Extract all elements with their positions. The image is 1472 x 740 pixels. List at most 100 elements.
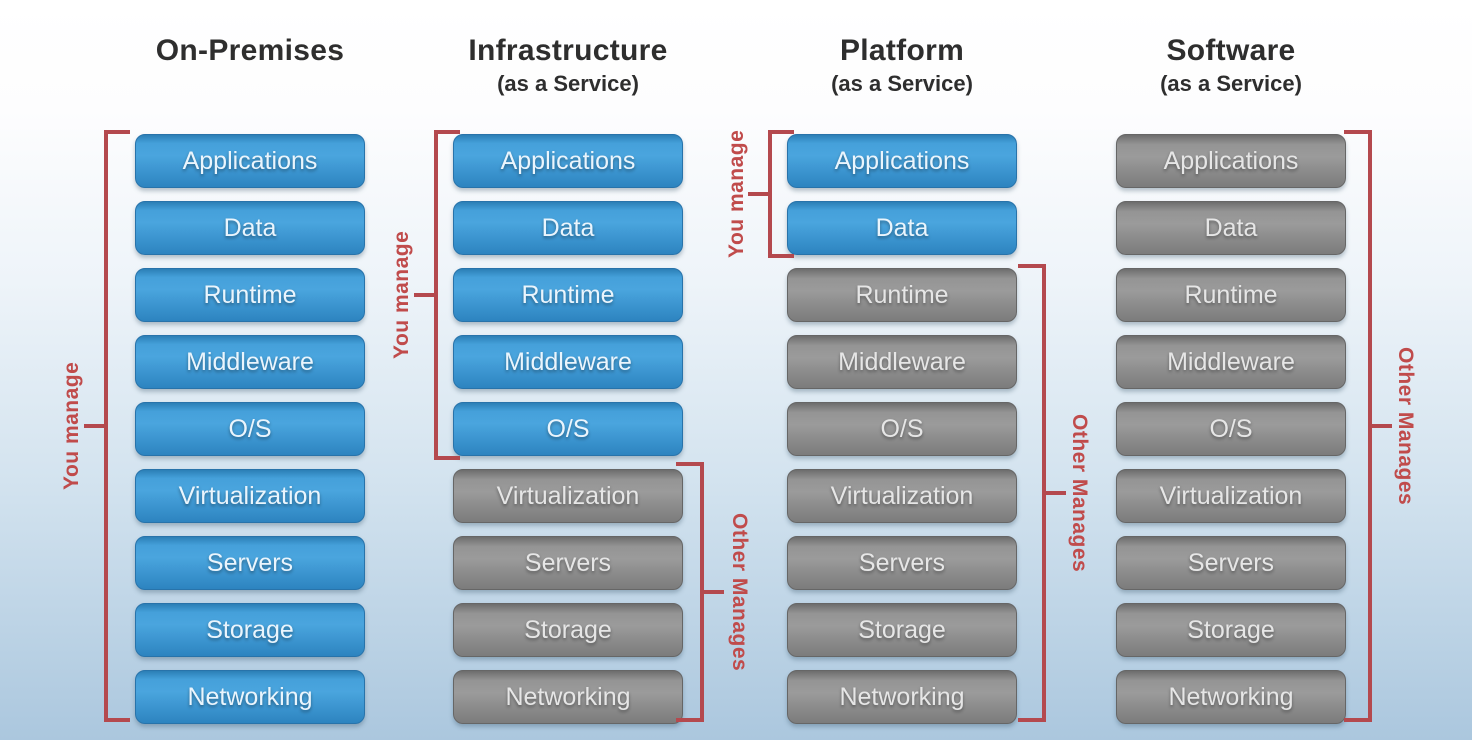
bracket-label-you-manage: You manage <box>390 230 413 360</box>
layer-os: O/S <box>453 402 683 456</box>
bracket-you-manage-iaas <box>434 130 460 460</box>
column-paas: Platform (as a Service) Applications Dat… <box>787 28 1017 724</box>
layer-label: Runtime <box>521 280 615 309</box>
layer-label: Data <box>223 213 277 242</box>
layer-label: Servers <box>1187 548 1275 577</box>
bracket-label-you-manage: You manage <box>725 129 748 259</box>
layer-label: Servers <box>206 548 294 577</box>
column-subtitle: (as a Service) <box>831 71 973 96</box>
column-on-premises: On-Premises Applications Data Runtime Mi… <box>135 28 365 724</box>
layer-runtime: Runtime <box>787 268 1017 322</box>
layer-applications: Applications <box>787 134 1017 188</box>
layer-label: Middleware <box>186 347 314 376</box>
layer-label: Networking <box>187 682 313 711</box>
bracket-tick <box>1046 491 1066 495</box>
layer-label: Middleware <box>504 347 632 376</box>
layer-label: O/S <box>880 414 924 443</box>
layer-middleware: Middleware <box>787 335 1017 389</box>
layer-label: Virtualization <box>178 481 322 510</box>
column-saas: Software (as a Service) Applications Dat… <box>1116 28 1346 724</box>
layer-data: Data <box>787 201 1017 255</box>
column-iaas: Infrastructure (as a Service) Applicatio… <box>453 28 683 724</box>
bracket-tick <box>748 192 768 196</box>
layer-middleware: Middleware <box>453 335 683 389</box>
column-subtitle: (as a Service) <box>1160 71 1302 96</box>
layer-storage: Storage <box>787 603 1017 657</box>
layer-os: O/S <box>135 402 365 456</box>
layer-virtualization: Virtualization <box>1116 469 1346 523</box>
layer-virtualization: Virtualization <box>453 469 683 523</box>
layer-applications: Applications <box>1116 134 1346 188</box>
layer-label: Storage <box>206 615 294 644</box>
layer-virtualization: Virtualization <box>135 469 365 523</box>
layer-data: Data <box>453 201 683 255</box>
bracket-tick <box>1372 424 1392 428</box>
layer-label: Virtualization <box>830 481 974 510</box>
layer-label: O/S <box>1209 414 1253 443</box>
layer-networking: Networking <box>1116 670 1346 724</box>
layer-label: Storage <box>1187 615 1275 644</box>
layer-label: Applications <box>1163 146 1299 175</box>
layer-applications: Applications <box>453 134 683 188</box>
layer-label: Runtime <box>855 280 949 309</box>
layer-label: Networking <box>1168 682 1294 711</box>
bracket-other-manages-saas <box>1344 130 1372 722</box>
bracket-tick <box>414 293 434 297</box>
column-header: Platform (as a Service) <box>787 28 1017 121</box>
layer-virtualization: Virtualization <box>787 469 1017 523</box>
layer-label: Applications <box>500 146 636 175</box>
bracket-you-manage-on-premises <box>104 130 130 722</box>
layer-servers: Servers <box>787 536 1017 590</box>
layer-runtime: Runtime <box>135 268 365 322</box>
bracket-label-other-manages: Other Manages <box>728 512 751 672</box>
layer-applications: Applications <box>135 134 365 188</box>
column-title: On-Premises <box>155 34 345 67</box>
bracket-label-other-manages: Other Manages <box>1394 346 1417 506</box>
layer-os: O/S <box>787 402 1017 456</box>
layer-data: Data <box>135 201 365 255</box>
layer-label: Servers <box>524 548 612 577</box>
layer-runtime: Runtime <box>1116 268 1346 322</box>
layer-networking: Networking <box>787 670 1017 724</box>
layer-middleware: Middleware <box>135 335 365 389</box>
layer-label: Middleware <box>838 347 966 376</box>
layer-label: Data <box>541 213 595 242</box>
bracket-other-manages-paas <box>1018 264 1046 722</box>
bracket-other-manages-iaas <box>676 462 704 722</box>
layer-data: Data <box>1116 201 1346 255</box>
column-title: Software <box>1166 34 1296 67</box>
column-title: Infrastructure <box>468 34 668 67</box>
layer-label: Data <box>875 213 929 242</box>
layer-label: Virtualization <box>1159 481 1303 510</box>
bracket-tick <box>84 424 104 428</box>
layer-label: Runtime <box>1184 280 1278 309</box>
column-header: Infrastructure (as a Service) <box>453 28 683 121</box>
layer-storage: Storage <box>1116 603 1346 657</box>
layer-label: Networking <box>839 682 965 711</box>
layer-label: Servers <box>858 548 946 577</box>
layer-middleware: Middleware <box>1116 335 1346 389</box>
layer-servers: Servers <box>1116 536 1346 590</box>
column-title: Platform <box>839 34 965 67</box>
layer-label: Networking <box>505 682 631 711</box>
layer-label: Middleware <box>1167 347 1295 376</box>
layer-label: Applications <box>834 146 970 175</box>
layer-servers: Servers <box>135 536 365 590</box>
bracket-label-other-manages: Other Manages <box>1068 413 1091 573</box>
layer-label: Runtime <box>203 280 297 309</box>
column-header: Software (as a Service) <box>1116 28 1346 121</box>
column-subtitle: (as a Service) <box>497 71 639 96</box>
layer-storage: Storage <box>453 603 683 657</box>
layer-runtime: Runtime <box>453 268 683 322</box>
layer-networking: Networking <box>453 670 683 724</box>
bracket-label-you-manage: You manage <box>60 361 83 491</box>
column-header: On-Premises <box>135 28 365 121</box>
layer-label: Virtualization <box>496 481 640 510</box>
layer-label: O/S <box>228 414 272 443</box>
bracket-tick <box>704 590 724 594</box>
layer-label: O/S <box>546 414 590 443</box>
layer-networking: Networking <box>135 670 365 724</box>
bracket-you-manage-paas <box>768 130 794 258</box>
layer-label: Data <box>1204 213 1258 242</box>
